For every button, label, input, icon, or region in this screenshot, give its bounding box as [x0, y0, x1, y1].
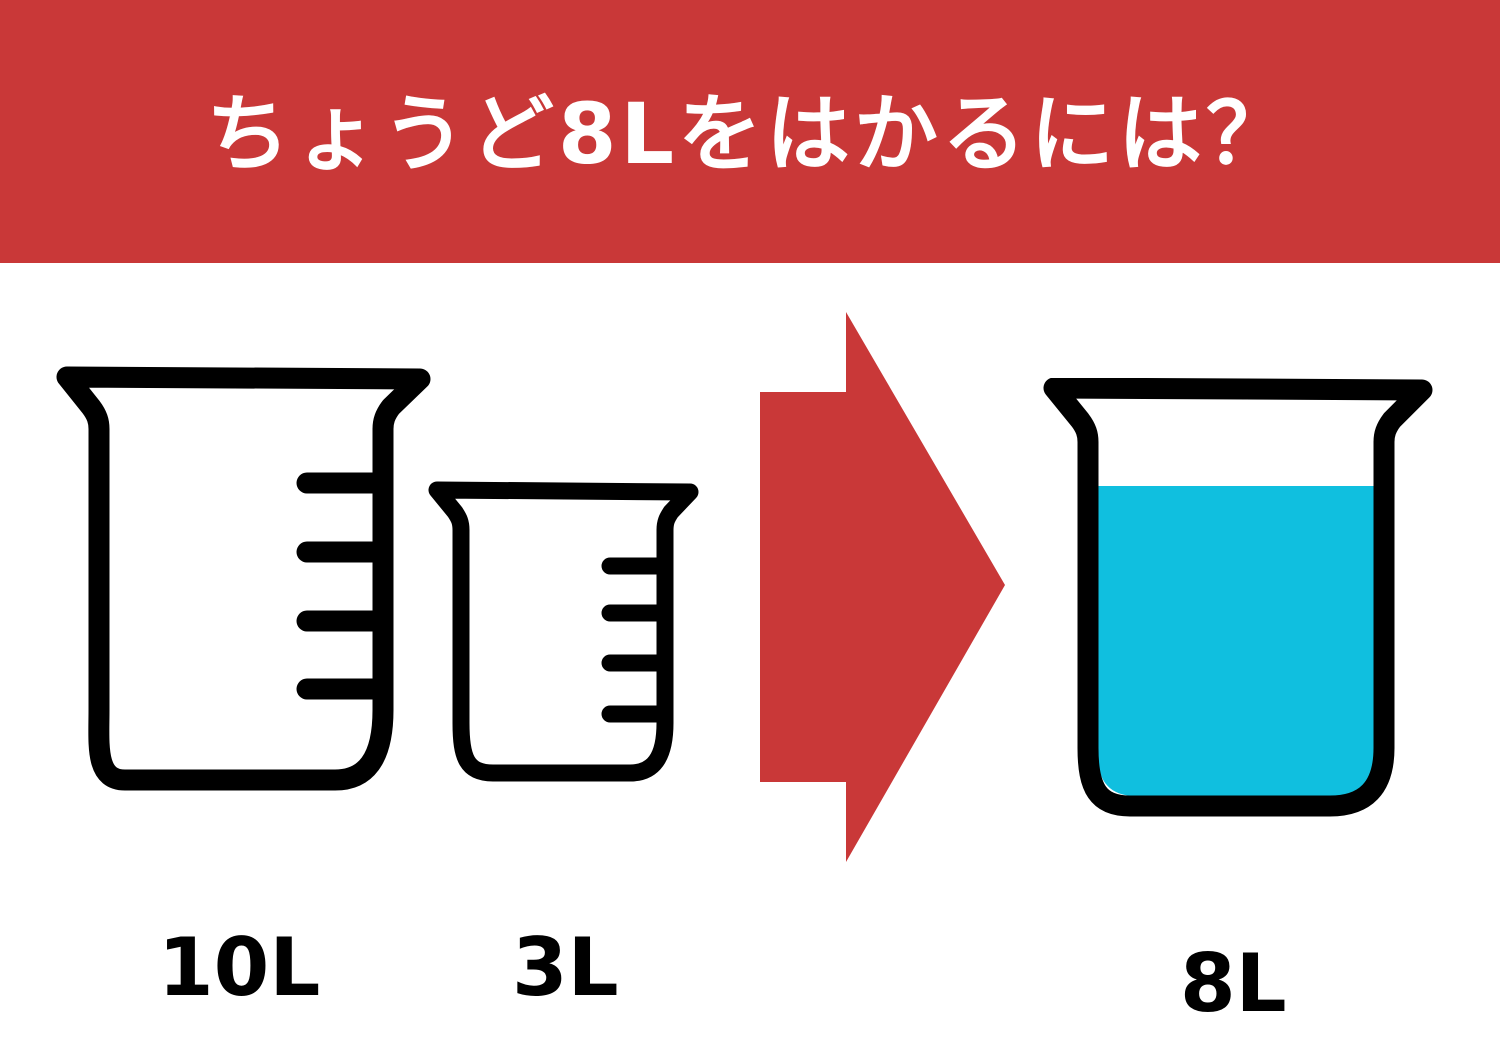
beaker-10l-icon — [56, 366, 431, 791]
beaker-8l-filled-icon — [1043, 378, 1433, 817]
beaker-label-8l: 8L — [1180, 937, 1287, 1030]
beaker-label-3l: 3L — [512, 921, 619, 1014]
beaker-3l-icon — [428, 481, 699, 782]
beaker-label-10l: 10L — [158, 921, 321, 1014]
title-banner: ちょうど8Lをはかるには？ — [0, 0, 1500, 263]
page-title: ちょうど8Lをはかるには？ — [206, 85, 1294, 183]
arrow-right-icon — [760, 312, 1005, 862]
